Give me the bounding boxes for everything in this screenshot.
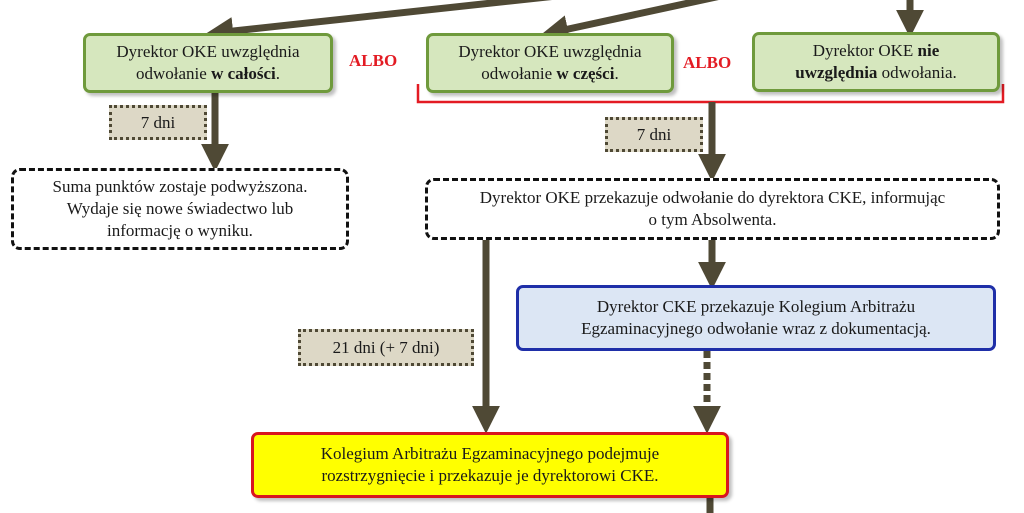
node-decision-full-bold: w całości: [211, 64, 276, 83]
node-decision-full-line1: Dyrektor OKE uwzględnia: [116, 42, 300, 61]
node-cke-forward: Dyrektor CKE przekazuje Kolegium Arbitra…: [516, 285, 996, 351]
node-decision-partial-post: .: [614, 64, 619, 83]
node-decision-partial: Dyrektor OKE uwzględnia odwołanie w częś…: [426, 33, 674, 93]
node-decision-reject-bold1: nie: [917, 41, 940, 60]
node-oke-forward-line2: o tym Absolwenta.: [648, 210, 777, 229]
duration-long: 21 dni (+ 7 dni): [298, 329, 474, 366]
node-decision-full-line2-pre: odwołanie: [135, 64, 212, 83]
node-decision-reject: Dyrektor OKE nie uwzględnia odwołania.: [752, 32, 1000, 92]
node-cke-forward-line2: Egzaminacyjnego odwołanie wraz z dokumen…: [581, 319, 931, 338]
node-decision-full-post: .: [275, 64, 280, 83]
node-oke-forward-line1: Dyrektor OKE przekazuje odwołanie do dyr…: [479, 188, 946, 207]
node-kae-decision-line2: rozstrzygnięcie i przekazuje je dyrektor…: [321, 466, 659, 485]
node-points-raised: Suma punktów zostaje podwyższona. Wydaje…: [11, 168, 349, 250]
arrow-in-middle: [540, 0, 719, 43]
node-decision-full: Dyrektor OKE uwzględnia odwołanie w cało…: [83, 33, 333, 93]
node-decision-full-line2: odwołanie w całości.: [116, 63, 299, 85]
node-decision-reject-line2: uwzględnia odwołania.: [795, 62, 957, 84]
node-decision-partial-line2-pre: odwołanie: [481, 64, 557, 83]
node-decision-partial-line2: odwołanie w części.: [458, 63, 641, 85]
node-points-raised-line1: Suma punktów zostaje podwyższona.: [52, 177, 308, 196]
node-kae-decision: Kolegium Arbitrażu Egzaminacyjnego podej…: [251, 432, 729, 498]
node-decision-partial-bold: w części: [556, 64, 615, 83]
duration-left: 7 dni: [109, 105, 207, 140]
node-decision-reject-line1: Dyrektor OKE nie: [795, 40, 957, 62]
albo-separator-2: ALBO: [683, 53, 732, 72]
node-oke-forward: Dyrektor OKE przekazuje odwołanie do dyr…: [425, 178, 1000, 240]
node-points-raised-line3: informację o wyniku.: [107, 221, 253, 240]
arrow-in-left: [205, 0, 553, 45]
albo-separator-1: ALBO: [349, 51, 398, 70]
node-decision-reject-post: odwołania.: [877, 63, 957, 82]
node-kae-decision-line1: Kolegium Arbitrażu Egzaminacyjnego podej…: [320, 444, 660, 463]
node-decision-reject-bold2: uwzględnia: [795, 63, 878, 82]
node-points-raised-line2: Wydaje się nowe świadectwo lub: [66, 199, 294, 218]
node-decision-partial-line1: Dyrektor OKE uwzględnia: [458, 42, 642, 61]
duration-right: 7 dni: [605, 117, 703, 152]
node-cke-forward-line1: Dyrektor CKE przekazuje Kolegium Arbitra…: [596, 297, 916, 316]
node-decision-reject-pre: Dyrektor OKE: [812, 41, 918, 60]
